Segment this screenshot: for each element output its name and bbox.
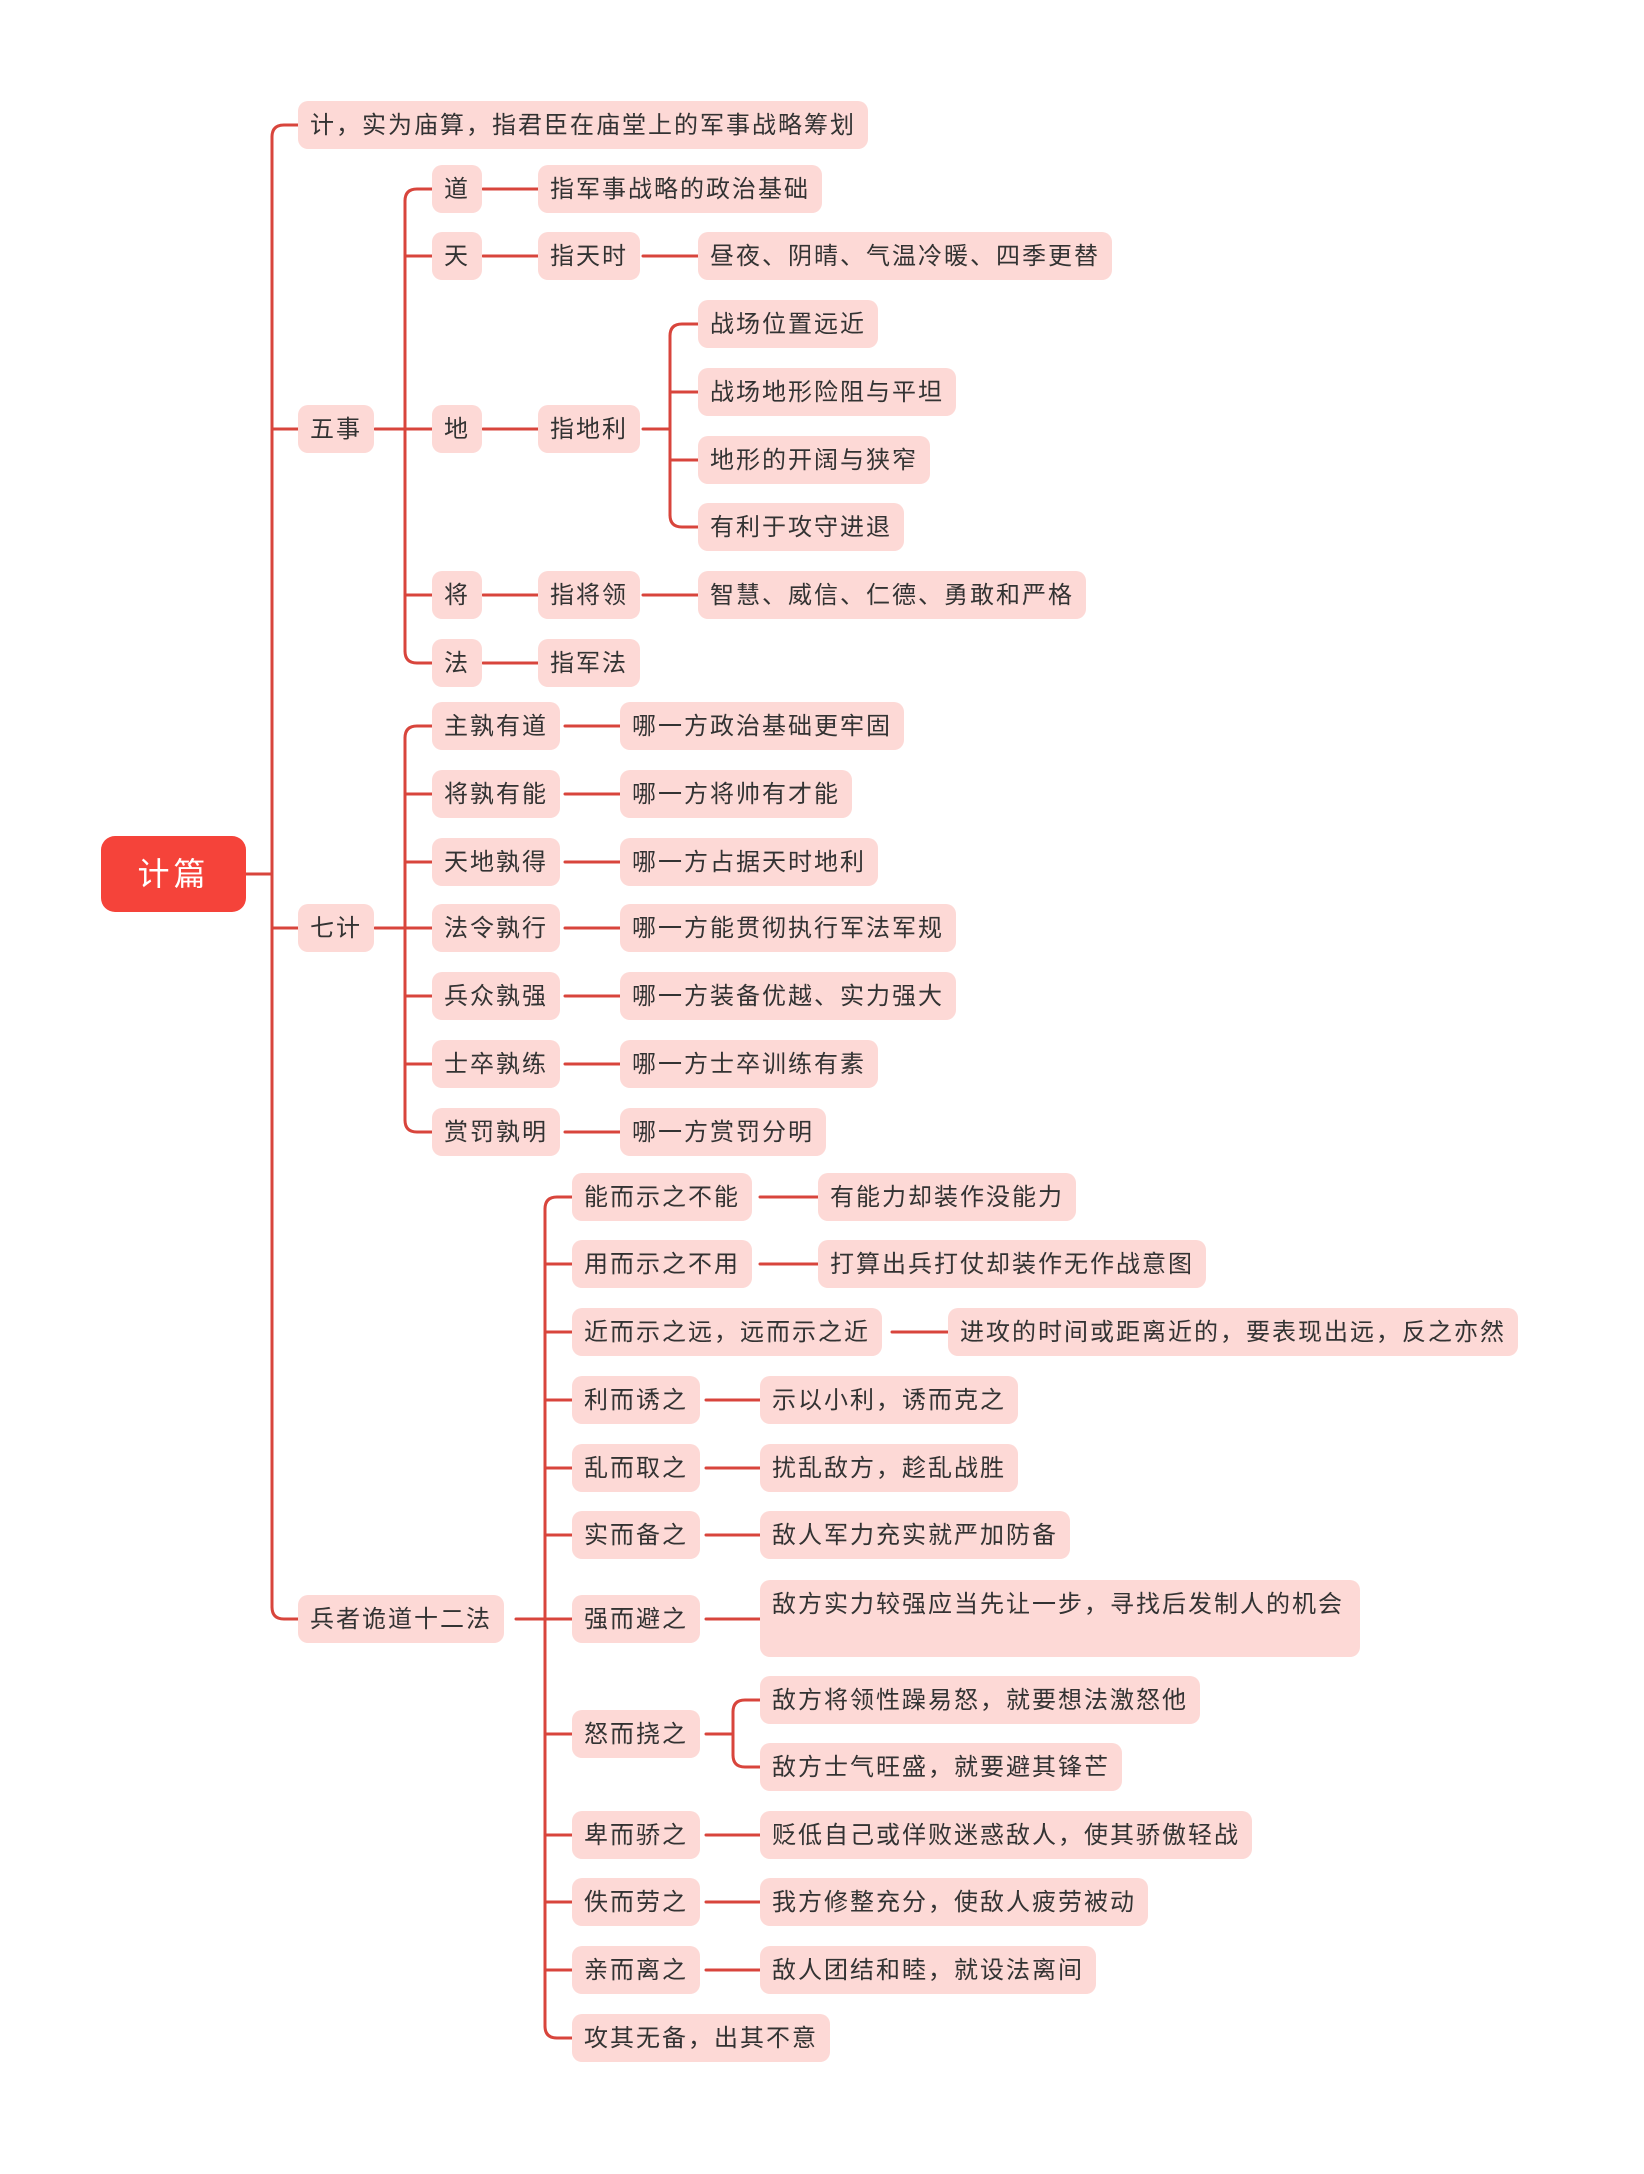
qiji-item[interactable]: 兵众孰强 bbox=[432, 972, 560, 1020]
connector-line bbox=[668, 513, 700, 529]
guidao-item[interactable]: 怒而挠之 bbox=[572, 1710, 700, 1758]
wushi-di-detail[interactable]: 战场位置远近 bbox=[698, 300, 878, 348]
guidao-item[interactable]: 近而示之远，远而示之近 bbox=[572, 1308, 882, 1356]
guidao-desc[interactable]: 示以小利，诱而克之 bbox=[760, 1376, 1018, 1424]
guidao-desc[interactable]: 敌方士气旺盛，就要避其锋芒 bbox=[760, 1743, 1122, 1791]
wushi-jiang-detail[interactable]: 智慧、威信、仁德、勇敢和严格 bbox=[698, 571, 1086, 619]
connector-line bbox=[543, 1195, 574, 1211]
qiji-item[interactable]: 天地孰得 bbox=[432, 838, 560, 886]
guidao-desc[interactable]: 敌人团结和睦，就设法离间 bbox=[760, 1946, 1096, 1994]
wushi-di-detail[interactable]: 战场地形险阻与平坦 bbox=[698, 368, 956, 416]
wushi-di-detail[interactable]: 地形的开阔与狭窄 bbox=[698, 436, 930, 484]
guidao-desc[interactable]: 我方修整充分，使敌人疲劳被动 bbox=[760, 1878, 1148, 1926]
guidao-item[interactable]: 攻其无备，出其不意 bbox=[572, 2014, 830, 2062]
connector-line bbox=[403, 187, 434, 203]
connector-line bbox=[668, 322, 700, 338]
wushi-fa[interactable]: 法 bbox=[432, 639, 482, 687]
guidao-desc[interactable]: 贬低自己或佯败迷惑敌人，使其骄傲轻战 bbox=[760, 1811, 1252, 1859]
connector-line bbox=[403, 649, 434, 665]
wushi-jiang[interactable]: 将 bbox=[432, 571, 482, 619]
intro-node[interactable]: 计，实为庙算，指君臣在庙堂上的军事战略筹划 bbox=[298, 101, 868, 149]
connector-line bbox=[403, 1118, 434, 1134]
wushi-tian[interactable]: 天 bbox=[432, 232, 482, 280]
wushi-tian-desc[interactable]: 指天时 bbox=[538, 232, 640, 280]
qiji-desc[interactable]: 哪一方将帅有才能 bbox=[620, 770, 852, 818]
wushi-dao-desc[interactable]: 指军事战略的政治基础 bbox=[538, 165, 822, 213]
guidao-desc[interactable]: 有能力却装作没能力 bbox=[818, 1173, 1076, 1221]
connector-line bbox=[731, 1698, 762, 1714]
guidao-item[interactable]: 亲而离之 bbox=[572, 1946, 700, 1994]
qiji-desc[interactable]: 哪一方能贯彻执行军法军规 bbox=[620, 904, 956, 952]
qiji-desc[interactable]: 哪一方士卒训练有素 bbox=[620, 1040, 878, 1088]
qiji-item[interactable]: 赏罚孰明 bbox=[432, 1108, 560, 1156]
guidao-item[interactable]: 强而避之 bbox=[572, 1595, 700, 1643]
qiji-item[interactable]: 法令孰行 bbox=[432, 904, 560, 952]
guidao-item[interactable]: 实而备之 bbox=[572, 1511, 700, 1559]
qiji-item[interactable]: 主孰有道 bbox=[432, 702, 560, 750]
connector-line bbox=[403, 724, 434, 740]
guidao-item[interactable]: 用而示之不用 bbox=[572, 1240, 752, 1288]
wushi-di-detail[interactable]: 有利于攻守进退 bbox=[698, 503, 904, 551]
guidao-desc[interactable]: 打算出兵打仗却装作无作战意图 bbox=[818, 1240, 1206, 1288]
qiji-item[interactable]: 士卒孰练 bbox=[432, 1040, 560, 1088]
root-node[interactable]: 计篇 bbox=[101, 836, 246, 912]
qiji-desc[interactable]: 哪一方占据天时地利 bbox=[620, 838, 878, 886]
wushi-tian-detail[interactable]: 昼夜、阴晴、气温冷暖、四季更替 bbox=[698, 232, 1112, 280]
guidao-item[interactable]: 能而示之不能 bbox=[572, 1173, 752, 1221]
connector-line bbox=[543, 2024, 574, 2040]
guidao-desc[interactable]: 敌方实力较强应当先让一步，寻找后发制人的机会 bbox=[760, 1580, 1360, 1657]
qiji-desc[interactable]: 哪一方赏罚分明 bbox=[620, 1108, 826, 1156]
connector-line bbox=[270, 1605, 300, 1621]
wushi-di[interactable]: 地 bbox=[432, 405, 482, 453]
connector-line bbox=[731, 1753, 762, 1769]
qiji-node[interactable]: 七计 bbox=[298, 904, 374, 952]
wushi-jiang-desc[interactable]: 指将领 bbox=[538, 571, 640, 619]
guidao-item[interactable]: 乱而取之 bbox=[572, 1444, 700, 1492]
guidao-item[interactable]: 佚而劳之 bbox=[572, 1878, 700, 1926]
qiji-desc[interactable]: 哪一方政治基础更牢固 bbox=[620, 702, 904, 750]
guidao-desc[interactable]: 敌方将领性躁易怒，就要想法激怒他 bbox=[760, 1676, 1200, 1724]
guidao-desc[interactable]: 敌人军力充实就严加防备 bbox=[760, 1511, 1070, 1559]
qiji-desc[interactable]: 哪一方装备优越、实力强大 bbox=[620, 972, 956, 1020]
guidao-desc[interactable]: 扰乱敌方，趁乱战胜 bbox=[760, 1444, 1018, 1492]
wushi-node[interactable]: 五事 bbox=[298, 405, 374, 453]
wushi-fa-desc[interactable]: 指军法 bbox=[538, 639, 640, 687]
connector-line bbox=[270, 123, 300, 139]
guidao-item[interactable]: 利而诱之 bbox=[572, 1376, 700, 1424]
guidao-node[interactable]: 兵者诡道十二法 bbox=[298, 1595, 504, 1643]
wushi-di-desc[interactable]: 指地利 bbox=[538, 405, 640, 453]
guidao-item[interactable]: 卑而骄之 bbox=[572, 1811, 700, 1859]
guidao-desc[interactable]: 进攻的时间或距离近的，要表现出远，反之亦然 bbox=[948, 1308, 1518, 1356]
wushi-dao[interactable]: 道 bbox=[432, 165, 482, 213]
qiji-item[interactable]: 将孰有能 bbox=[432, 770, 560, 818]
